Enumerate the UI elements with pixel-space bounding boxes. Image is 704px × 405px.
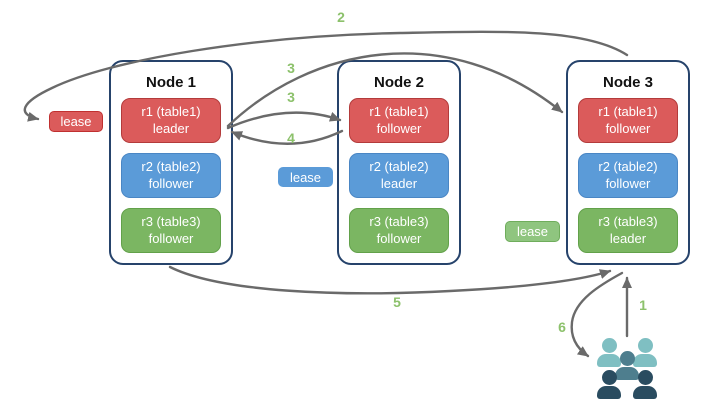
step-label-6: 6 [558, 319, 566, 335]
node-card-2: Node 2 r1 (table1) follower r2 (table2) … [337, 60, 461, 265]
replica-name: r3 (table3) [369, 214, 429, 230]
lease-badge-r1: lease [49, 111, 103, 132]
replica-role: follower [605, 175, 651, 191]
lease-badge-r2: lease [278, 167, 333, 187]
replica-r1-table1: r1 (table1) follower [349, 98, 449, 143]
replica-role: leader [152, 120, 190, 136]
node-title: Node 1 [145, 74, 196, 91]
replica-role: follower [376, 230, 422, 246]
replica-list: r1 (table1) follower r2 (table2) leader … [339, 98, 459, 263]
replica-name: r1 (table1) [598, 104, 658, 120]
replica-name: r1 (table1) [141, 104, 201, 120]
node-title: Node 3 [602, 74, 653, 91]
person-middle-icon [615, 351, 639, 381]
replica-r3-table3: r3 (table3) follower [121, 208, 221, 253]
replica-list: r1 (table1) follower r2 (table2) followe… [568, 98, 688, 263]
lease-badge-r3: lease [505, 221, 560, 242]
lease-label: lease [60, 114, 92, 129]
replica-r2-table2: r2 (table2) follower [121, 153, 221, 198]
replica-r1-table1: r1 (table1) leader [121, 98, 221, 143]
replica-name: r3 (table3) [141, 214, 201, 230]
node-title: Node 2 [373, 74, 424, 91]
replica-name: r2 (table2) [598, 159, 658, 175]
person-back-right-icon [633, 338, 657, 368]
replica-name: r2 (table2) [141, 159, 201, 175]
users-group-icon [596, 332, 666, 399]
node-card-3: Node 3 r1 (table1) follower r2 (table2) … [566, 60, 690, 265]
replica-r2-table2: r2 (table2) leader [349, 153, 449, 198]
replica-name: r2 (table2) [369, 159, 429, 175]
step-label-2: 2 [337, 9, 345, 25]
step-label-5: 5 [393, 294, 401, 310]
replica-list: r1 (table1) leader r2 (table2) follower … [111, 98, 231, 263]
step-label-1: 1 [639, 297, 647, 313]
replica-r3-table3: r3 (table3) follower [349, 208, 449, 253]
replica-name: r1 (table1) [369, 104, 429, 120]
replica-role: leader [380, 175, 418, 191]
person-front-right-icon [633, 370, 657, 400]
step-label-4: 4 [287, 130, 295, 146]
arrow-step-3-leader-to-node2 [226, 111, 342, 130]
replica-name: r3 (table3) [598, 214, 658, 230]
replica-role: leader [609, 230, 647, 246]
replica-role: follower [148, 230, 194, 246]
lease-label: lease [516, 224, 549, 239]
replica-role: follower [148, 175, 194, 191]
person-front-left-icon [597, 370, 621, 400]
lease-label: lease [289, 169, 322, 185]
step-label-3a: 3 [287, 60, 295, 76]
replica-role: follower [376, 120, 422, 136]
replica-role: follower [605, 120, 651, 136]
step-label-3b: 3 [287, 89, 295, 105]
arrow-step-5-node1-to-node3 [168, 265, 612, 295]
node-card-1: Node 1 r1 (table1) leader r2 (table2) fo… [109, 60, 233, 265]
replica-r3-table3: r3 (table3) leader [578, 208, 678, 253]
replica-r1-table1: r1 (table1) follower [578, 98, 678, 143]
replica-r2-table2: r2 (table2) follower [578, 153, 678, 198]
